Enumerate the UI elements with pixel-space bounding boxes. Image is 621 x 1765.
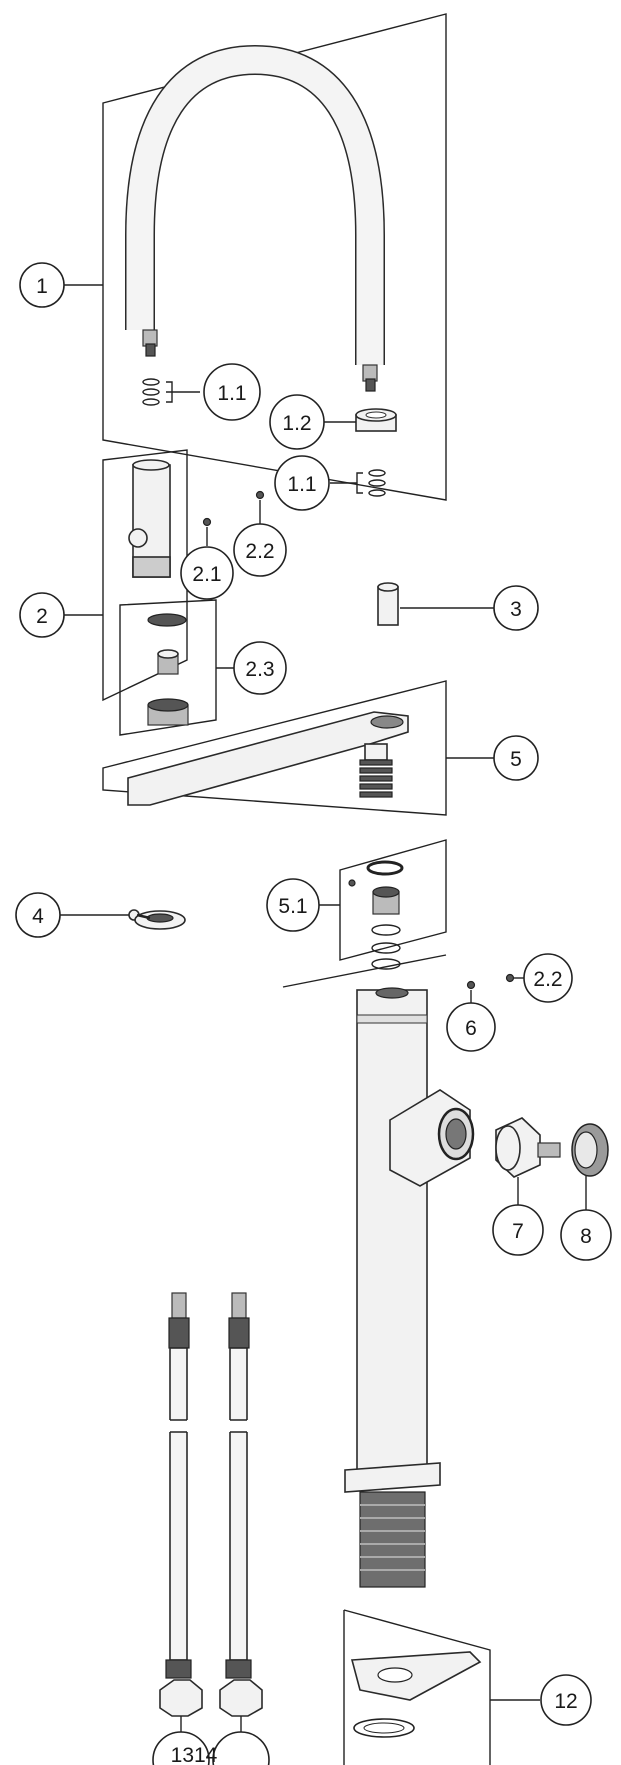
ball-2-1 xyxy=(202,517,212,527)
washer-2-3 xyxy=(147,613,187,627)
callout-2-2-b: 2.2 xyxy=(523,953,573,1003)
body-base-flange xyxy=(344,1462,441,1493)
group-2-swivel xyxy=(62,449,265,736)
callout-2-2-label: 2.2 xyxy=(245,540,274,563)
callout-1-2-label: 1.2 xyxy=(282,412,311,435)
callout-13-14: 1314 xyxy=(152,1731,270,1765)
callout-12: 12 xyxy=(540,1674,592,1726)
callout-13-14-label: 1314 xyxy=(171,1744,218,1765)
body-threaded-stud xyxy=(359,1491,426,1588)
panel-5 xyxy=(102,680,447,816)
group-12-mounting xyxy=(343,1609,540,1765)
panel-1 xyxy=(102,13,447,501)
callout-1-1-left-label: 1.1 xyxy=(217,382,246,405)
callout-8-label: 8 xyxy=(580,1225,592,1248)
callout-4: 4 xyxy=(15,892,61,938)
spout-thread-right xyxy=(365,378,376,392)
part-8-nut xyxy=(571,1123,609,1210)
panel-2 xyxy=(102,449,188,702)
part-7-cartridge xyxy=(495,1117,561,1205)
ball-2-2 xyxy=(255,490,265,500)
callout-3: 3 xyxy=(493,585,539,631)
group-1-spout xyxy=(62,13,447,501)
callout-2-1-label: 2.1 xyxy=(192,563,221,586)
callout-1-1-right: 1.1 xyxy=(274,455,330,511)
callout-2-label: 2 xyxy=(36,605,48,628)
group-body xyxy=(282,954,475,1588)
part-3-insert xyxy=(377,582,494,626)
callout-3-label: 3 xyxy=(510,598,522,621)
group-5-lever xyxy=(102,680,494,970)
callout-5-1-label: 5.1 xyxy=(278,895,307,918)
callout-2-3: 2.3 xyxy=(233,641,287,695)
callout-6: 6 xyxy=(446,1002,496,1052)
callout-12-label: 12 xyxy=(554,1690,577,1713)
mounting-plate xyxy=(350,1651,482,1701)
ring-1-2 xyxy=(355,408,397,432)
callout-1-1-left: 1.1 xyxy=(203,363,261,421)
panel-12 xyxy=(343,1609,491,1765)
callout-6-label: 6 xyxy=(465,1017,477,1040)
callout-5: 5 xyxy=(493,735,539,781)
lever-bar xyxy=(127,711,409,806)
parts-13-14-hoses xyxy=(159,1292,263,1733)
panel-2-3 xyxy=(119,599,217,736)
callout-7-label: 7 xyxy=(512,1220,524,1243)
balls-6-2-2 xyxy=(466,973,524,1003)
callout-8: 8 xyxy=(560,1209,612,1261)
ball-2-2b xyxy=(505,973,515,983)
callouts: 1 1.1 1.2 1.1 2 2.1 2.2 2.3 xyxy=(15,262,612,1765)
ball-6 xyxy=(466,980,476,990)
callout-2: 2 xyxy=(19,592,65,638)
callout-2-3-label: 2.3 xyxy=(245,658,274,681)
callout-1-2: 1.2 xyxy=(269,394,325,450)
callout-1: 1 xyxy=(19,262,65,308)
swivel-side-port xyxy=(128,528,148,548)
o-rings-1-1-right xyxy=(368,469,386,497)
callout-5-label: 5 xyxy=(510,748,522,771)
part-4 xyxy=(60,909,186,930)
callout-2-2: 2.2 xyxy=(233,523,287,577)
lever-stem xyxy=(364,743,388,761)
o-rings-1-1-left xyxy=(142,378,160,406)
panel-5-1 xyxy=(339,839,447,961)
lever-spring xyxy=(359,759,393,798)
body-column xyxy=(356,989,428,1471)
callout-2-1: 2.1 xyxy=(180,546,234,600)
callout-7: 7 xyxy=(492,1204,544,1256)
callout-2-2-b-label: 2.2 xyxy=(533,968,562,991)
callout-1-1-right-label: 1.1 xyxy=(287,473,316,496)
callout-4-label: 4 xyxy=(32,905,44,928)
callout-1-label: 1 xyxy=(36,275,48,298)
spout-thread-left xyxy=(145,343,156,357)
callout-5-1: 5.1 xyxy=(266,878,320,932)
